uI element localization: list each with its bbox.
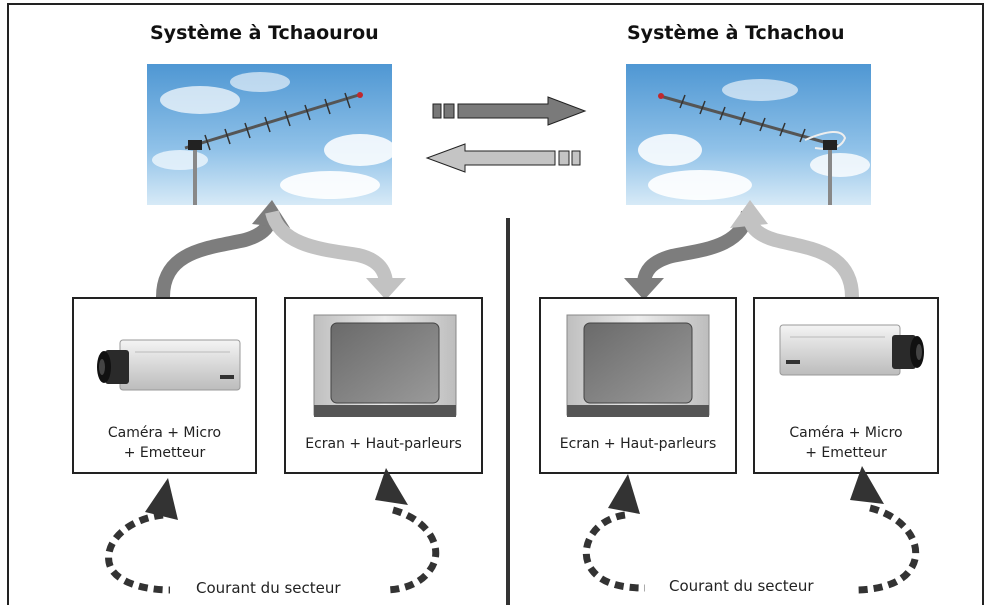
left-antenna-to-screen-arrow bbox=[265, 209, 406, 300]
right-screen-label: Ecran + Haut-parleurs bbox=[559, 436, 717, 452]
right-camera-label: Caméra + Micro + Emetteur bbox=[754, 423, 938, 463]
right-tv-icon bbox=[566, 314, 710, 417]
right-screen-power-loop bbox=[582, 511, 646, 592]
left-camera-label: Caméra + Micro + Emetteur bbox=[73, 423, 256, 463]
right-camera-power-arrowhead bbox=[850, 466, 884, 504]
right-screen-power-arrowhead bbox=[608, 474, 640, 514]
left-camera-power-arrowhead bbox=[145, 478, 178, 520]
left-camera-label-line2: + Emetteur bbox=[123, 445, 206, 461]
left-camera-power-loop bbox=[105, 511, 171, 594]
right-camera-to-antenna-arrow bbox=[730, 200, 859, 298]
right-power-label: Courant du secteur bbox=[669, 577, 814, 595]
arrow-to-tchaourou bbox=[425, 143, 581, 173]
left-power-label: Courant du secteur bbox=[196, 579, 341, 597]
right-camera-label-line1: Caméra + Micro bbox=[789, 425, 903, 441]
right-antenna-to-screen-arrow bbox=[624, 210, 755, 300]
left-tv-icon bbox=[313, 314, 457, 417]
right-system-title: Système à Tchachou bbox=[627, 22, 845, 44]
right-camera-icon bbox=[779, 324, 924, 376]
left-screen-label: Ecran + Haut-parleurs bbox=[305, 436, 462, 452]
left-camera-icon bbox=[97, 339, 241, 391]
left-camera-label-line1: Caméra + Micro bbox=[107, 425, 222, 441]
right-antenna-photo bbox=[626, 64, 871, 205]
right-camera-power-loop bbox=[854, 504, 920, 594]
arrow-to-tchachou bbox=[432, 96, 587, 126]
left-screen-power-arrowhead bbox=[375, 468, 408, 505]
left-screen-power-loop bbox=[384, 506, 440, 594]
right-camera-label-line2: + Emetteur bbox=[805, 445, 887, 461]
outer-border bbox=[7, 3, 984, 605]
left-system-title: Système à Tchaourou bbox=[150, 22, 379, 44]
left-antenna-photo bbox=[147, 64, 396, 205]
